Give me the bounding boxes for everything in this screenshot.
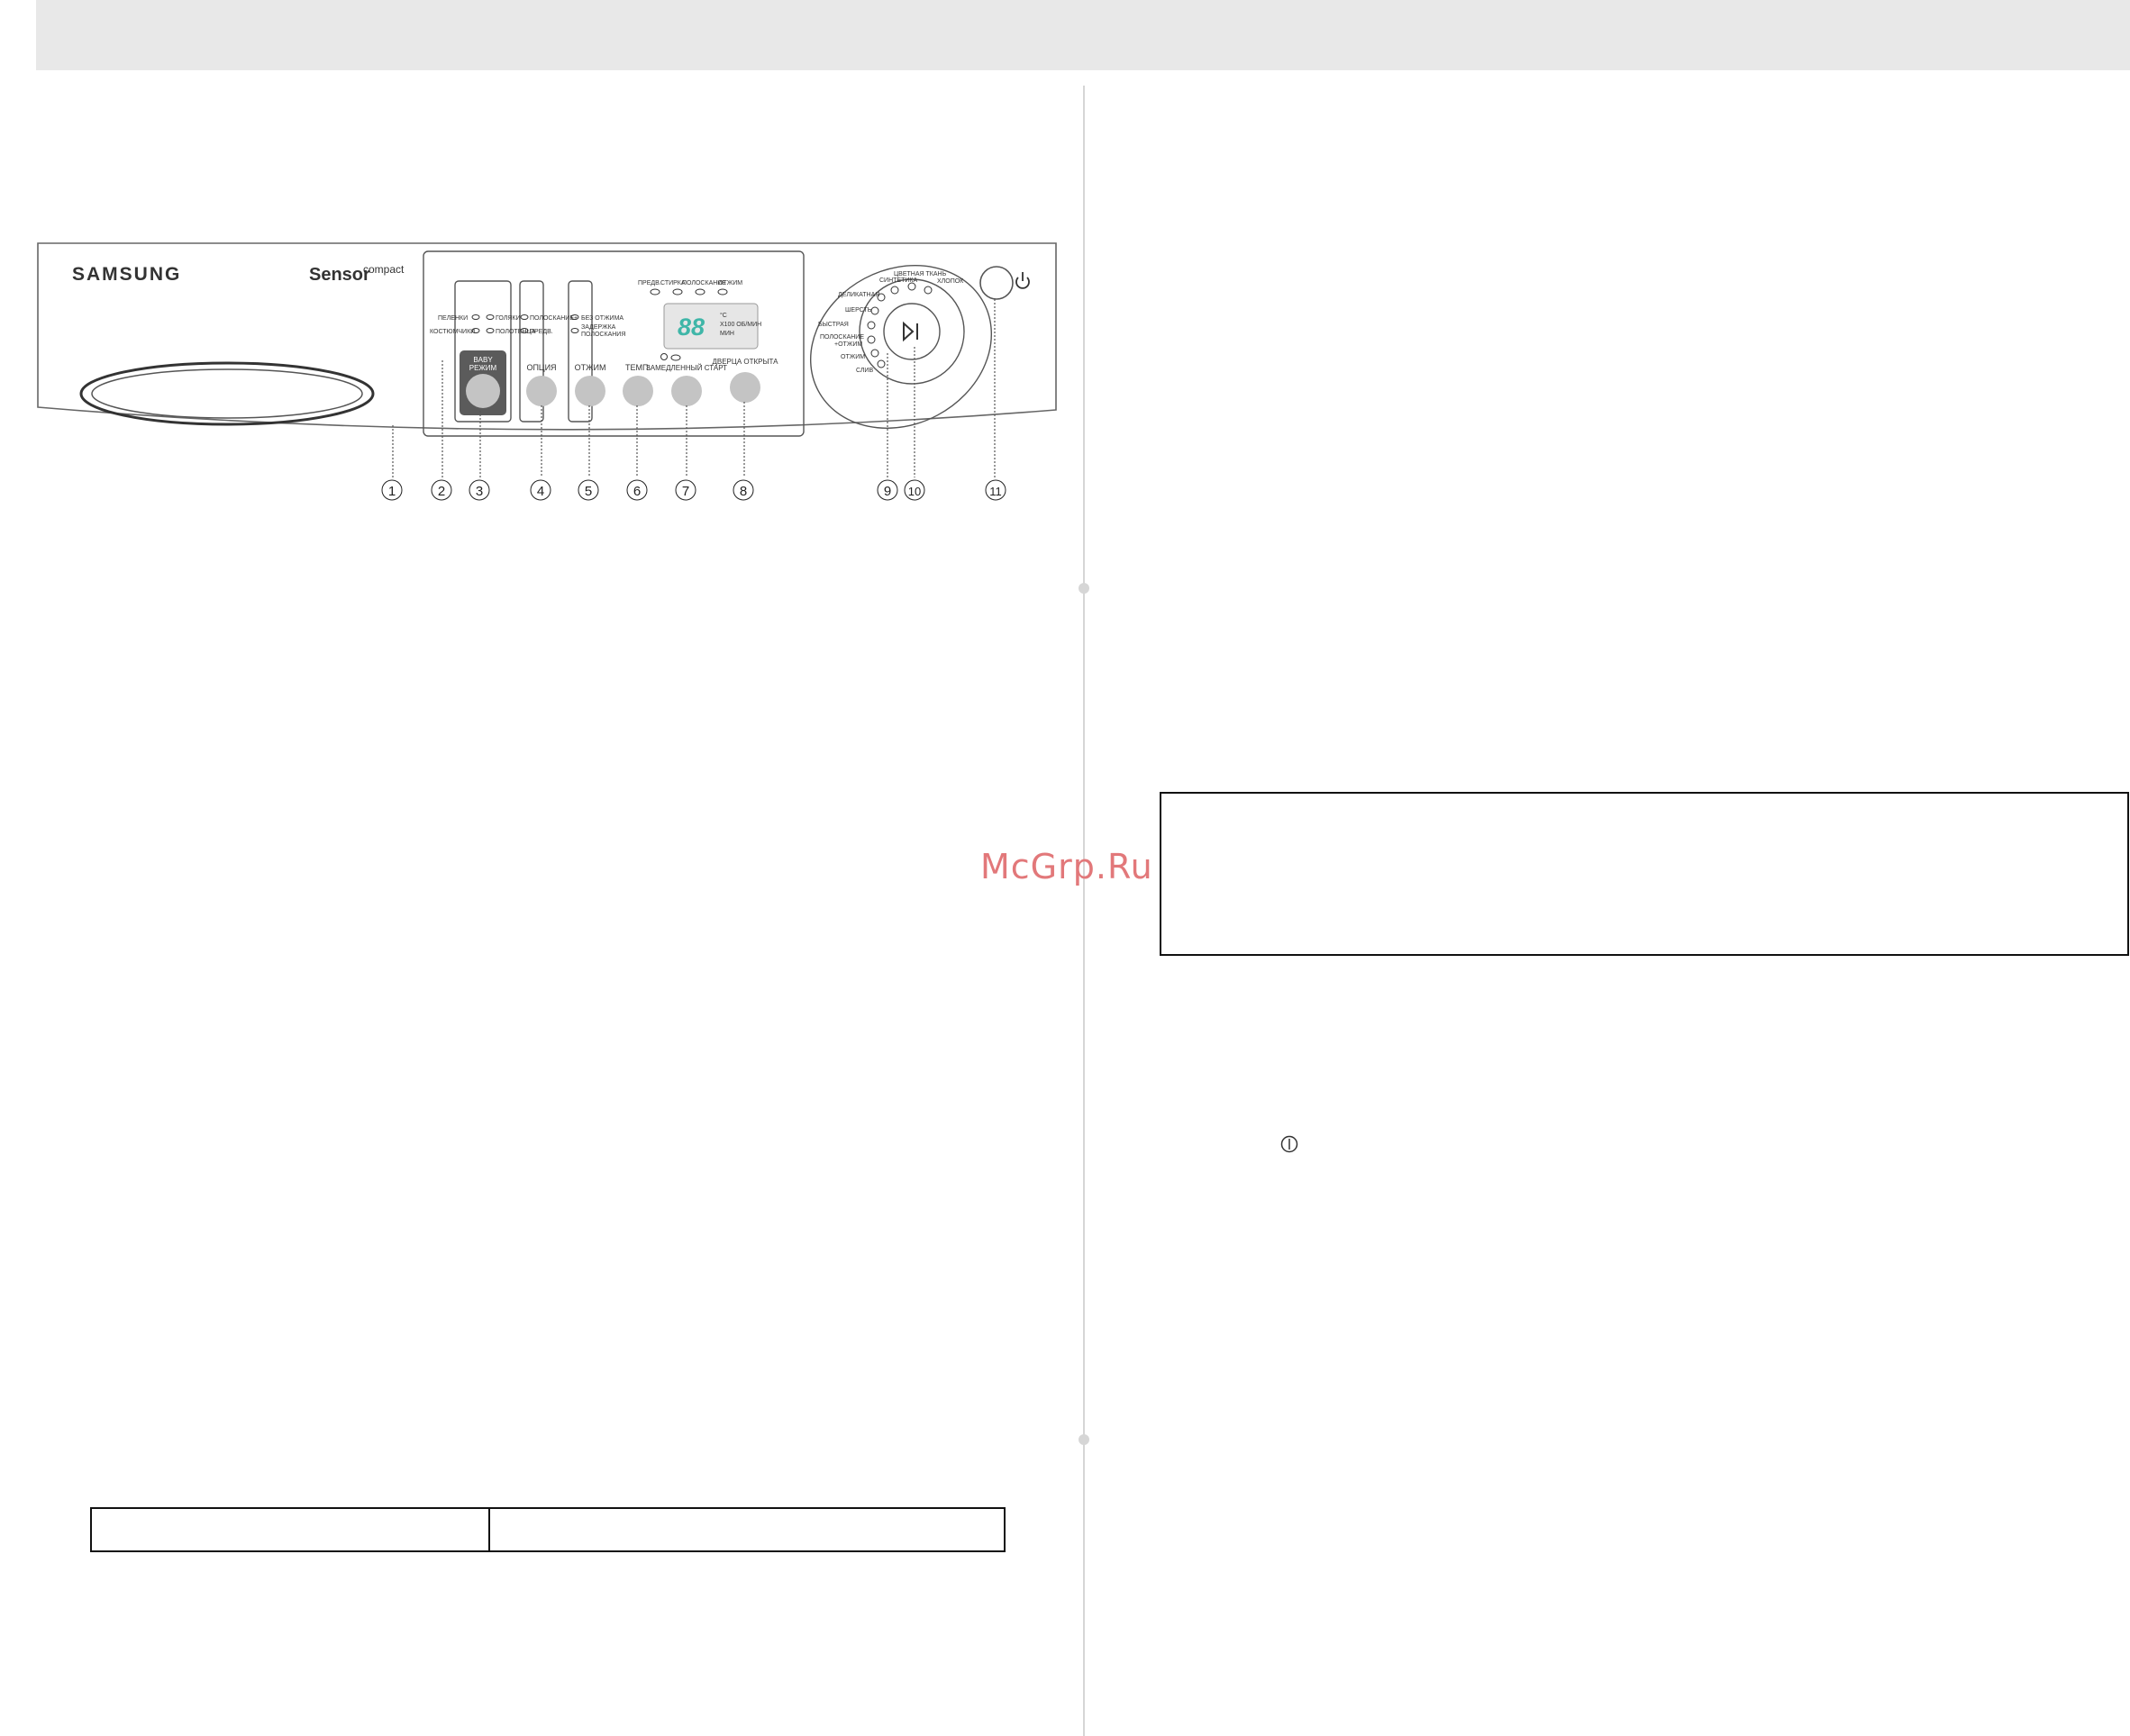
option-label-prewash: ПРЕДВ. (530, 329, 553, 335)
program-rinse-spin-1: ПОЛОСКАНИЕ (820, 334, 864, 341)
callout-7-label: 7 (682, 484, 689, 499)
baby-label-towels: ПОЛОТЕНЦА (496, 329, 536, 335)
program-colored: ЦВЕТНАЯ ТКАНЬ (894, 271, 947, 277)
stage-label-wash: СТИРКА (660, 280, 686, 286)
callout-6-label: 6 (633, 484, 641, 499)
spin-label-nospin: БЕЗ ОТЖИМА (581, 315, 624, 322)
panel-outline (37, 242, 1057, 431)
spin-button (575, 376, 605, 406)
callout-1-label: 1 (388, 484, 396, 499)
callout-3-label: 3 (476, 484, 483, 499)
callout-2-label: 2 (438, 484, 445, 499)
play-pause-icon (903, 321, 915, 342)
program-rinse-spin-2: +ОТЖИМ (834, 341, 862, 348)
option-button-label: ОПЦИЯ (526, 363, 556, 372)
brand-logo: SAMSUNG (72, 264, 181, 285)
dial-surround (809, 265, 993, 429)
drawer-handle (79, 361, 375, 426)
stage-label-prewash: ПРЕДВ. (638, 280, 661, 286)
watermark: McGrp.Ru (980, 847, 1153, 886)
program-dial (859, 278, 965, 385)
delay-start-button (671, 376, 702, 406)
door-open-button (730, 372, 760, 403)
callout-10-label: 10 (908, 485, 921, 498)
note-box (1160, 792, 2129, 956)
callout-5 (578, 479, 599, 501)
callout-9-label: 9 (884, 484, 891, 499)
model-suffix: compact (363, 263, 405, 276)
baby-button (466, 374, 500, 408)
center-module (423, 250, 805, 437)
spin-button-label: ОТЖИМ (575, 363, 606, 372)
display-unit-temp: °C (720, 312, 727, 319)
callout-11 (985, 479, 1006, 501)
baby-button-label-2: РЕЖИМ (469, 364, 497, 372)
control-panel-diagram: SAMSUNG Sensor compact ПЕЛЕНКИ ГОЛЯКИ КО… (37, 242, 1057, 501)
baby-label-diapers: ПЕЛЕНКИ (438, 315, 468, 322)
power-icon (1015, 277, 1030, 289)
divider-dot (1079, 583, 1089, 594)
callout-8 (733, 479, 754, 501)
spin-label-hold-2: ПОЛОСКАНИЯ (581, 332, 625, 338)
temp-button (623, 376, 653, 406)
door-button-label: ДВЕРЦА ОТКРЫТА (712, 358, 778, 366)
baby-group (454, 280, 512, 423)
callout-10 (904, 479, 925, 501)
option-button (526, 376, 557, 406)
program-quick: БЫСТРАЯ (818, 322, 849, 328)
callout-2 (431, 479, 452, 501)
spin-label-hold-1: ЗАДЕРЖКА (581, 324, 616, 331)
callout-4 (530, 479, 551, 501)
callout-8-label: 8 (740, 484, 747, 499)
program-drain: СЛИВ (856, 368, 873, 374)
table-cell-right (490, 1509, 1004, 1550)
callout-6 (626, 479, 648, 501)
divider-dot (1079, 1434, 1089, 1445)
page-header-band (36, 0, 2130, 70)
callout-5-label: 5 (585, 484, 592, 499)
leader-lines (392, 299, 996, 477)
temp-button-label: ТЕМП. (625, 363, 651, 372)
baby-label-pads: ГОЛЯКИ (496, 315, 521, 322)
stage-label-spin: ОТЖИМ (718, 280, 742, 286)
stage-label-rinse: ПОЛОСКАНИЕ (682, 280, 726, 286)
display-unit-min: МИН (720, 331, 734, 337)
callout-4-label: 4 (537, 484, 544, 499)
callout-7 (675, 479, 696, 501)
power-button (979, 266, 1014, 300)
program-spin-only: ОТЖИМ (841, 354, 865, 360)
program-cotton: ХЛОПОК (937, 278, 964, 285)
program-delicate: ДЕЛИКАТНАЯ (838, 292, 879, 298)
power-symbol-icon (1280, 1135, 1298, 1153)
program-synthetics: СИНТЕТИКА (879, 277, 917, 284)
display-unit-rpm: X100 ОБ/МИН (720, 322, 761, 328)
digital-display (663, 303, 759, 350)
table-cell-left (92, 1509, 490, 1550)
baby-button-label-1: BABY (473, 356, 493, 364)
callout-9 (877, 479, 898, 501)
baby-label-suits: КОСТЮМЧИКИ (430, 329, 475, 335)
callout-1 (381, 479, 403, 501)
callout-3 (469, 479, 490, 501)
model-name: Sensor (309, 265, 370, 285)
delay-button-label: ЗАМЕДЛЕННЫЙ СТАРТ (646, 364, 727, 372)
program-wool: ШЕРСТЬ (845, 307, 872, 314)
column-divider (1083, 86, 1085, 1736)
bottom-table (90, 1507, 1006, 1552)
start-pause-button (883, 303, 941, 360)
option-label-rinse: ПОЛОСКАНИЕ+ (530, 315, 578, 322)
callout-11-label: 11 (989, 485, 1002, 498)
display-digits: 88 (678, 314, 705, 341)
